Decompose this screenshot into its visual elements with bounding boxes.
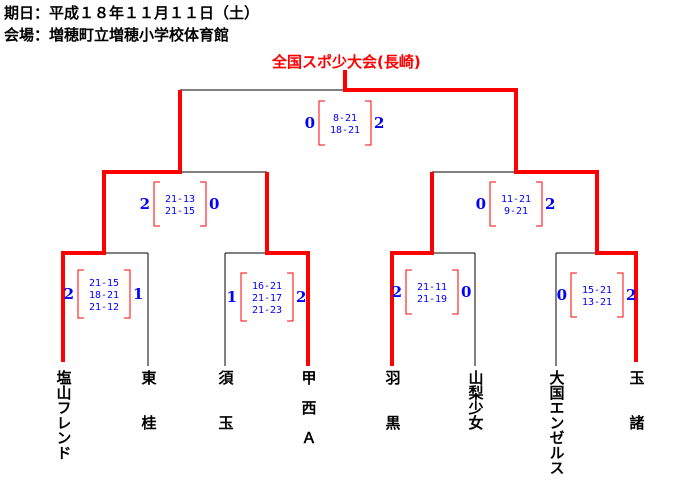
game-score: 21-12 bbox=[89, 302, 119, 313]
team-name: 大国エンゼルス bbox=[547, 370, 566, 475]
game-score: 18-21 bbox=[330, 125, 360, 136]
team-name: 東 桂 bbox=[139, 370, 158, 430]
left-sets-won: 0 bbox=[557, 286, 567, 304]
bracket-right bbox=[452, 269, 459, 315]
game-score: 21-17 bbox=[252, 293, 282, 304]
right-sets-won: 0 bbox=[461, 283, 471, 301]
game-score: 13-21 bbox=[582, 297, 612, 308]
bracket-right bbox=[124, 269, 131, 319]
team-name: 須 玉 bbox=[216, 370, 235, 430]
game-score: 8-21 bbox=[333, 113, 357, 124]
event-venue: 会場：増穂町立増穂小学校体育館 bbox=[4, 26, 230, 44]
event-date: 期日：平成１８年１１月１１日（土） bbox=[4, 4, 260, 22]
team-name: 山梨少女 bbox=[466, 370, 485, 430]
game-score: 21-15 bbox=[165, 206, 195, 217]
bracket-left bbox=[77, 269, 84, 319]
left-sets-won: 2 bbox=[392, 283, 402, 301]
team-name: 塩山フレンド bbox=[54, 370, 73, 460]
game-score: 9-21 bbox=[504, 206, 528, 217]
game-score: 11-21 bbox=[501, 194, 531, 205]
right-sets-won: 2 bbox=[545, 195, 555, 213]
bracket-left bbox=[240, 272, 247, 322]
left-sets-won: 2 bbox=[140, 195, 150, 213]
game-score: 15-21 bbox=[582, 285, 612, 296]
game-score: 21-23 bbox=[252, 305, 282, 316]
bracket-right bbox=[287, 272, 294, 322]
game-score: 21-15 bbox=[89, 278, 119, 289]
bracket-right bbox=[200, 181, 207, 227]
bracket-title: 全国スポ少大会(長崎) bbox=[272, 53, 421, 71]
right-sets-won: 2 bbox=[374, 114, 384, 132]
right-sets-won: 2 bbox=[626, 286, 636, 304]
game-score: 21-11 bbox=[417, 282, 447, 293]
bracket-winner-path bbox=[61, 70, 638, 366]
game-score: 21-19 bbox=[417, 294, 447, 305]
game-score: 18-21 bbox=[89, 290, 119, 301]
left-sets-won: 0 bbox=[476, 195, 486, 213]
game-score: 16-21 bbox=[252, 281, 282, 292]
right-sets-won: 2 bbox=[296, 288, 306, 306]
bracket-left bbox=[570, 272, 577, 318]
bracket-black-lines bbox=[104, 89, 597, 366]
bracket-right bbox=[365, 100, 372, 146]
team-name: 玉 諸 bbox=[627, 370, 646, 430]
match-score-box-r2_2: 0 2 11-219-21 bbox=[476, 181, 555, 227]
left-sets-won: 0 bbox=[305, 114, 315, 132]
bracket-left bbox=[318, 100, 325, 146]
right-sets-won: 1 bbox=[133, 285, 143, 303]
game-score: 21-13 bbox=[165, 194, 195, 205]
team-name: 甲 西 Ａ bbox=[299, 370, 318, 445]
bracket-right bbox=[617, 272, 624, 318]
bracket-left bbox=[153, 181, 160, 227]
bracket-left bbox=[405, 269, 412, 315]
right-sets-won: 0 bbox=[209, 195, 219, 213]
left-sets-won: 2 bbox=[64, 285, 74, 303]
team-name: 羽 黒 bbox=[383, 370, 402, 430]
bracket-left bbox=[489, 181, 496, 227]
left-sets-won: 1 bbox=[227, 288, 237, 306]
bracket-right bbox=[536, 181, 543, 227]
